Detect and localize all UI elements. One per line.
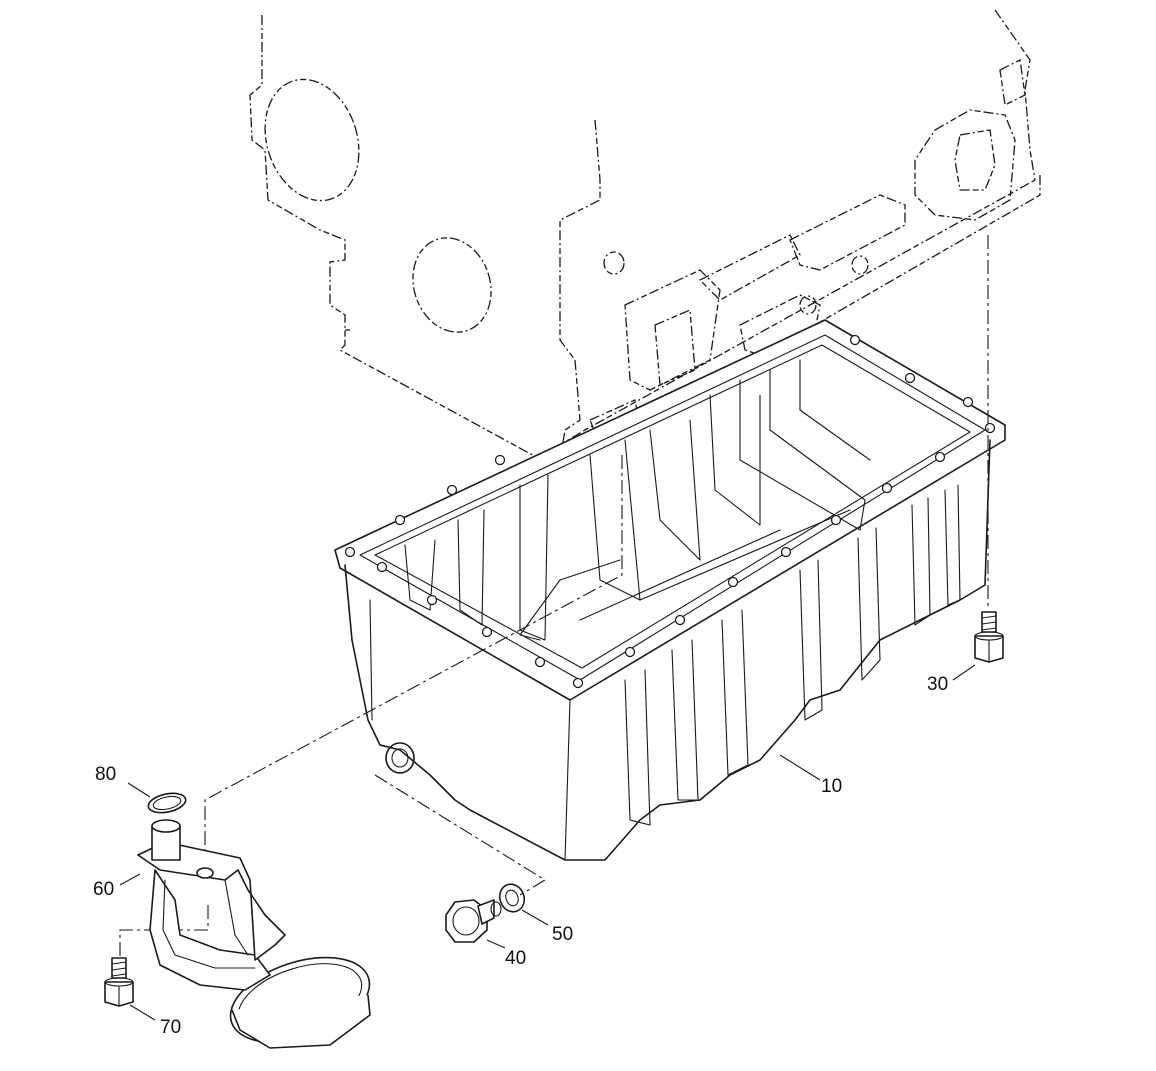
- callout-60: 60: [93, 879, 114, 900]
- oil-strainer-60: [137, 819, 371, 1049]
- callout-70: 70: [160, 1017, 181, 1038]
- bolt-70: [104, 957, 134, 1007]
- drain-washer-50: [498, 883, 526, 913]
- callout-50: 50: [552, 924, 573, 945]
- oil-pan: [334, 319, 1006, 861]
- callout-80: 80: [95, 764, 116, 785]
- callout-30: 30: [927, 674, 948, 695]
- drain-plug-40: [445, 899, 502, 943]
- callout-labels: 10 30 40 50 60 70 80: [93, 674, 948, 1038]
- callout-40: 40: [505, 948, 526, 969]
- callout-10: 10: [821, 776, 842, 797]
- callout-leaders: [119, 664, 976, 1021]
- bolt-30: [974, 611, 1004, 663]
- o-ring-80: [147, 792, 187, 814]
